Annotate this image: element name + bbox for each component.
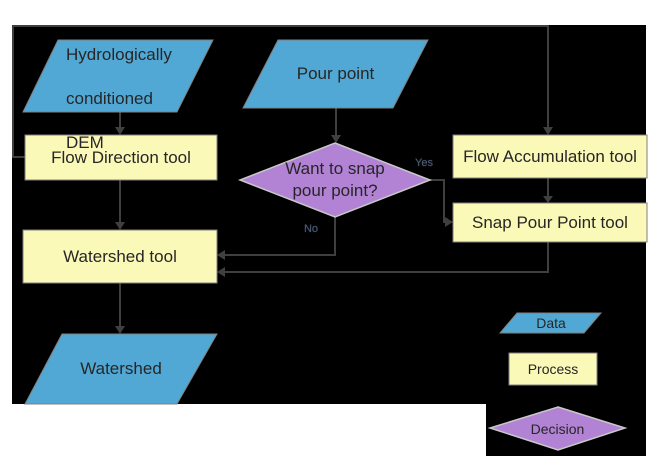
arrowhead-into-snappourpoint-left bbox=[445, 217, 453, 227]
branch-label-yes: Yes bbox=[415, 157, 433, 169]
legend-decision-shape bbox=[487, 406, 628, 451]
node-dem-shape bbox=[22, 39, 214, 113]
node-snap-pour-point-shape bbox=[452, 202, 648, 243]
arrowhead-group bbox=[115, 127, 553, 334]
arrowhead-into-flowdirection bbox=[115, 127, 125, 135]
legend-process-shape bbox=[508, 352, 598, 386]
arrowhead-into-watershedtool-no bbox=[217, 250, 225, 260]
arrowhead-into-watershed bbox=[115, 326, 125, 334]
legend-data-shape bbox=[498, 312, 603, 334]
node-flow-accumulation-shape bbox=[452, 134, 648, 179]
arrowhead-into-flowaccumulation bbox=[543, 127, 553, 135]
connector-flowdirection-to-flowaccumulation bbox=[12, 25, 549, 158]
node-pour-point-shape bbox=[242, 39, 429, 109]
connector-snappourpoint-to-watershedtool bbox=[225, 242, 549, 273]
node-flow-direction-shape bbox=[24, 134, 218, 181]
branch-label-no: No bbox=[303, 223, 319, 235]
arrowhead-into-snappourpoint-top bbox=[543, 196, 553, 203]
node-watershed-tool-shape bbox=[22, 229, 218, 284]
arrowhead-into-watershedtool-snap bbox=[217, 267, 225, 277]
arrowhead-into-decision bbox=[331, 135, 341, 143]
arrowhead-into-watershedtool-top bbox=[115, 222, 125, 230]
connector-group bbox=[12, 25, 549, 327]
connector-decision-no-to-watershedtool bbox=[225, 217, 336, 256]
node-watershed-shape bbox=[24, 333, 218, 405]
node-decision-shape bbox=[237, 142, 433, 218]
